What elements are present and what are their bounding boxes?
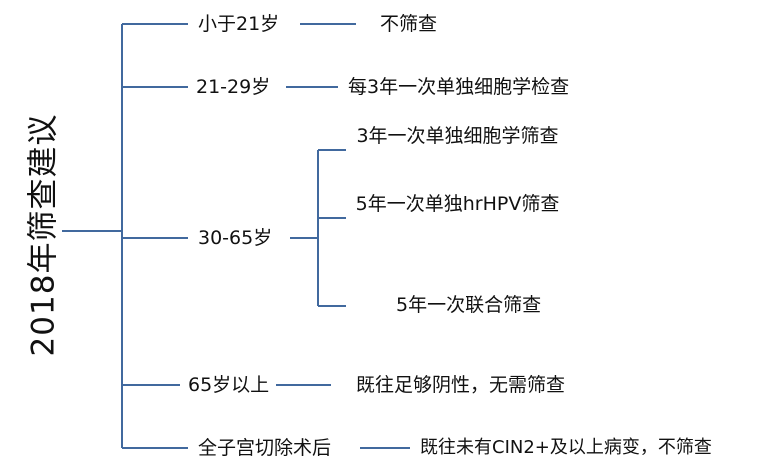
recommendation-text: 5年一次单独hrHPV筛查 [355, 193, 560, 215]
recommendation-text: 不筛查 [380, 13, 438, 35]
recommendation-text: 3年一次单独细胞学筛查 [356, 125, 559, 147]
diagram-title: 2018年筛查建议 [25, 113, 62, 357]
age-group-label: 65岁以上 [188, 374, 270, 396]
age-group-label: 21-29岁 [196, 76, 271, 98]
recommendation-text: 既往足够阴性，无需筛查 [356, 374, 566, 396]
recommendation-text: 5年一次联合筛查 [396, 294, 542, 316]
age-group-label: 30-65岁 [198, 227, 273, 249]
recommendation-text: 每3年一次单独细胞学检查 [348, 76, 570, 98]
age-group-label: 全子宫切除术后 [198, 437, 332, 459]
recommendation-text: 既往未有CIN2+及以上病变，不筛查 [420, 437, 712, 458]
age-group-label: 小于21岁 [198, 13, 280, 35]
